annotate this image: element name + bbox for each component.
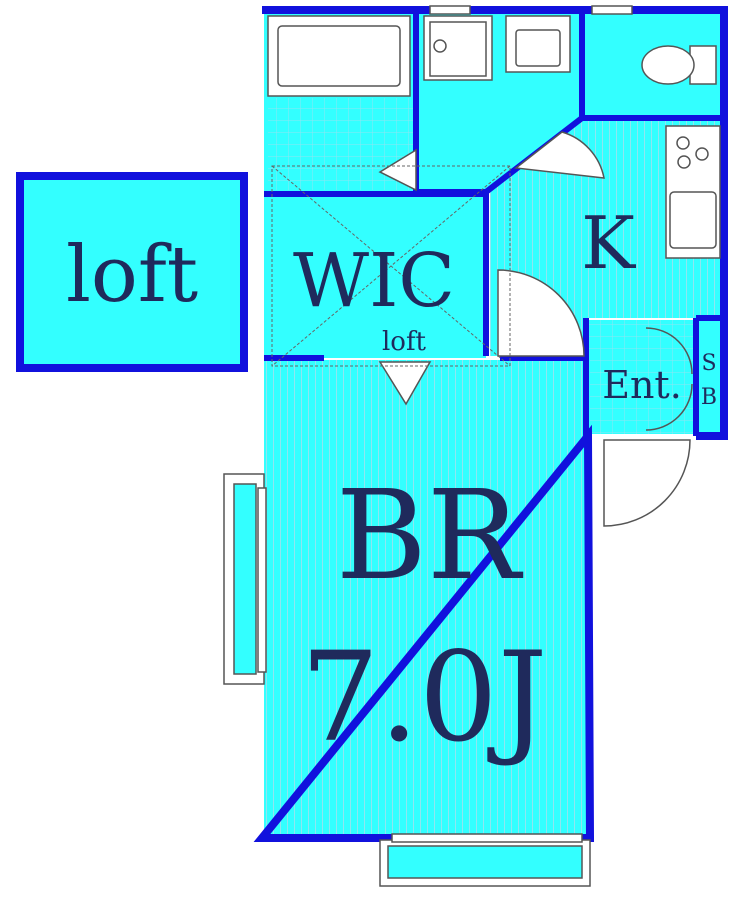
wic-loft-outline (271, 165, 511, 367)
stove-burner-icon (676, 136, 690, 150)
shoe-box-label-b: B (701, 385, 717, 410)
wic-floor (264, 194, 486, 358)
shoe-box-wall (693, 315, 724, 436)
wic-loft-label: loft (382, 327, 427, 357)
vent-mark (591, 5, 633, 15)
bath-fixtures (267, 15, 717, 97)
bedroom-door-icon (378, 361, 432, 406)
washing-machine-inner (429, 21, 487, 77)
floors (264, 12, 722, 836)
loft-detached-label: loft (66, 230, 198, 320)
entrance-door-icon (603, 439, 691, 527)
balcony-floor (387, 845, 583, 879)
side-window-icon (257, 487, 267, 673)
entrance-floor (588, 320, 696, 434)
bedroom-size-label: 7.0J (301, 626, 548, 770)
bath-door-icon (378, 148, 417, 192)
windows (223, 473, 591, 887)
kitchen-label: K (581, 201, 636, 285)
wash-room-door-icon (514, 131, 605, 179)
bedroom-floor (264, 360, 590, 836)
wic-label: WIC (293, 238, 455, 324)
bay-window-inner (233, 483, 257, 675)
toilet-wall (579, 14, 724, 121)
loft-cross-line (271, 165, 511, 367)
entrance-label: Ent. (602, 363, 682, 407)
bedroom-label: BR (336, 464, 524, 608)
doors (378, 131, 693, 527)
wic-wall (264, 191, 489, 356)
wash-basin-bowl (515, 29, 561, 67)
stove-burner-icon (695, 147, 709, 161)
top-vent-marks (429, 5, 633, 15)
kitchen-sink-icon (669, 191, 717, 249)
shoe-box-label-s: S (701, 351, 716, 376)
wic-door-icon (497, 269, 585, 357)
toilet-bowl-icon (641, 45, 695, 85)
vent-mark (429, 5, 471, 15)
bathtub-inner (277, 25, 401, 87)
kitchen-fixtures (665, 125, 721, 259)
shoe-box-door-icon (645, 327, 693, 431)
stove-burner-icon (677, 155, 691, 169)
loft-detached-area: loft (16, 172, 248, 372)
drain-icon (433, 39, 447, 53)
loft-outline (271, 165, 511, 367)
shoe-box-floor (696, 320, 722, 434)
bottom-window-icon (391, 833, 583, 843)
